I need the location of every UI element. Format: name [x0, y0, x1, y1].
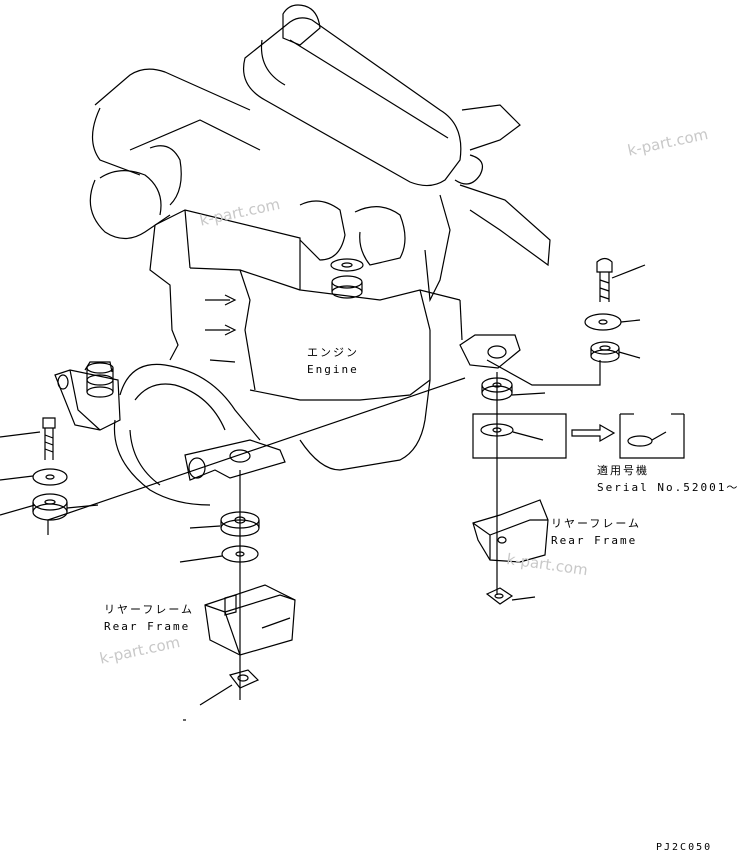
engine-body: [55, 5, 550, 505]
right-mount-stack: [473, 378, 684, 604]
serial-number-label: Serial No.52001～: [597, 481, 740, 494]
engine-label-en: Engine: [307, 363, 359, 376]
middle-mount-stack: [180, 512, 295, 720]
assembly-lines: [48, 360, 600, 700]
top-right-bolt-stack: [585, 259, 645, 363]
rear-frame-label-jp-right: リヤーフレーム: [551, 517, 642, 530]
rear-frame-label-en-right: Rear Frame: [551, 534, 638, 547]
drawing-code: PJ2C050: [656, 842, 713, 853]
applicable-serial-label-jp: 適用号機: [597, 464, 649, 477]
rear-frame-label-jp-left: リヤーフレーム: [104, 603, 195, 616]
engine-label-jp: エンジン: [307, 346, 359, 359]
left-bolt-stack: [0, 418, 98, 520]
rear-frame-label-en-left: Rear Frame: [104, 620, 191, 633]
